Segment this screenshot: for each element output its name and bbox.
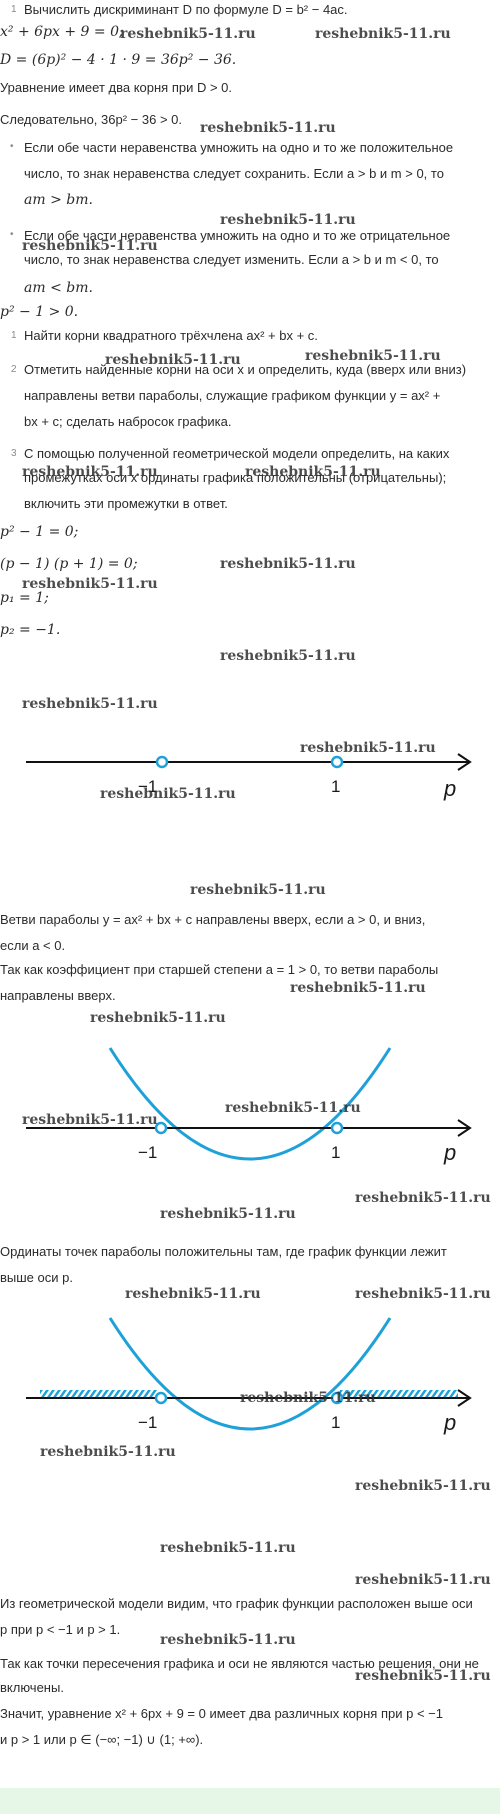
watermark: reshebnik5-11.ru	[22, 1112, 158, 1128]
watermark: reshebnik5-11.ru	[240, 1390, 376, 1406]
text-line-9: Если обе части неравенства умножить на о…	[24, 228, 451, 243]
watermark: reshebnik5-11.ru	[220, 556, 356, 572]
root-point-minus-one	[154, 1121, 168, 1135]
answer-highlight	[0, 1788, 500, 1814]
watermark: reshebnik5-11.ru	[315, 26, 451, 42]
text-line-16: bx + c; сделать набросок графика.	[24, 414, 232, 429]
text-line-12: p² − 1 > 0.	[0, 304, 79, 320]
watermark: reshebnik5-11.ru	[40, 1444, 176, 1460]
text-line-21: (p − 1) (p + 1) = 0;	[0, 556, 138, 572]
list-number: 2	[11, 364, 17, 375]
watermark: reshebnik5-11.ru	[22, 576, 158, 592]
bullet-icon: •	[10, 229, 14, 240]
text-line-14: Отметить найденные корни на оси x и опре…	[24, 362, 467, 377]
parabola-curve	[108, 1047, 392, 1161]
watermark: reshebnik5-11.ru	[300, 740, 436, 756]
number-line-diagram: −1 1 p	[26, 753, 472, 801]
text-line-31: p при p < −1 и p > 1.	[0, 1622, 121, 1637]
text-line-32: Так как точки пересечения графика и оси …	[0, 1656, 479, 1671]
watermark: reshebnik5-11.ru	[290, 980, 426, 996]
list-number: 3	[11, 448, 17, 459]
watermark: reshebnik5-11.ru	[100, 786, 236, 802]
text-line-7: число, то знак неравенства следует сохра…	[24, 166, 444, 181]
watermark: reshebnik5-11.ru	[355, 1668, 491, 1684]
watermark: reshebnik5-11.ru	[160, 1206, 296, 1222]
text-line-2: x² + 6px + 9 = 0;	[0, 24, 124, 40]
text-line-8: am > bm.	[24, 192, 93, 208]
text-line-20: p² − 1 = 0;	[0, 524, 79, 540]
list-number: 1	[11, 4, 17, 15]
axis-label-p: p	[443, 1140, 456, 1165]
text-line-18: промежутках оси x ординаты графика полож…	[24, 470, 447, 485]
watermark: reshebnik5-11.ru	[355, 1478, 491, 1494]
axis-label-p: p	[443, 776, 456, 801]
text-line-30: Из геометрической модели видим, что граф…	[0, 1596, 473, 1611]
hatch-right-interval	[340, 1390, 458, 1398]
watermark: reshebnik5-11.ru	[22, 464, 158, 480]
text-line-4: Уравнение имеет два корня при D > 0.	[0, 80, 233, 95]
text-line-29: выше оси p.	[0, 1270, 73, 1285]
watermark: reshebnik5-11.ru	[22, 238, 158, 254]
root-point-one	[330, 1121, 344, 1135]
watermark: reshebnik5-11.ru	[305, 348, 441, 364]
root-point-one	[330, 755, 344, 769]
root-point-minus-one	[155, 755, 169, 769]
text-line-6: Если обе части неравенства умножить на о…	[24, 140, 454, 155]
tick-label-one: 1	[331, 777, 340, 796]
text-line-25: если a < 0.	[0, 938, 66, 953]
text-line-27: направлены вверх.	[0, 988, 116, 1003]
tick-label-one: 1	[331, 1143, 340, 1162]
text-line-19: включить эти промежутки в ответ.	[24, 496, 228, 511]
parabola-curve	[108, 1317, 392, 1431]
root-point-one	[330, 1391, 344, 1405]
tick-label-minus-one: −1	[138, 1413, 157, 1432]
text-line-3: D = (6p)² − 4 · 1 · 9 = 36p² − 36.	[0, 52, 237, 68]
text-line-34: Значит, уравнение x² + 6px + 9 = 0 имеет…	[0, 1706, 443, 1721]
parabola-diagram: −1 1 p	[26, 1047, 472, 1165]
axis-arrow-icon	[457, 1389, 472, 1407]
watermark: reshebnik5-11.ru	[160, 1540, 296, 1556]
watermark: reshebnik5-11.ru	[22, 696, 158, 712]
watermark: reshebnik5-11.ru	[220, 212, 356, 228]
watermark: reshebnik5-11.ru	[245, 464, 381, 480]
list-number: 1	[11, 330, 17, 341]
watermark: reshebnik5-11.ru	[160, 1632, 296, 1648]
watermark: reshebnik5-11.ru	[120, 26, 256, 42]
tick-label-minus-one: −1	[138, 1143, 157, 1162]
watermark: reshebnik5-11.ru	[355, 1572, 491, 1588]
text-line-13: Найти корни квадратного трёхчлена ax² + …	[24, 328, 318, 343]
text-line-28: Ординаты точек параболы положительны там…	[0, 1244, 447, 1259]
watermark: reshebnik5-11.ru	[220, 648, 356, 664]
text-line-1: Вычислить дискриминант D по формуле D = …	[24, 2, 348, 17]
axis-label-p: p	[443, 1410, 456, 1435]
text-line-17: С помощью полученной геометрической моде…	[24, 446, 450, 461]
tick-label-minus-one: −1	[138, 777, 157, 796]
watermark: reshebnik5-11.ru	[125, 1286, 261, 1302]
text-line-23: p₂ = −1.	[0, 622, 61, 638]
watermark: reshebnik5-11.ru	[200, 120, 336, 136]
text-line-15: направлены ветви параболы, служащие граф…	[24, 388, 441, 403]
hatch-left-interval	[40, 1390, 158, 1398]
text-line-11: am < bm.	[24, 280, 93, 296]
watermark: reshebnik5-11.ru	[190, 882, 326, 898]
axis-arrow-icon	[457, 753, 472, 771]
text-line-10: число, то знак неравенства следует измен…	[24, 252, 439, 267]
text-line-33: включены.	[0, 1680, 64, 1695]
solution-intervals-diagram: −1 1 p	[26, 1317, 472, 1435]
axis-arrow-icon	[457, 1119, 472, 1137]
root-point-minus-one	[154, 1391, 168, 1405]
bullet-icon: •	[10, 141, 14, 152]
watermark: reshebnik5-11.ru	[225, 1100, 361, 1116]
text-line-24: Ветви параболы y = ax² + bx + c направле…	[0, 912, 426, 927]
text-line-5: Следовательно, 36p² − 36 > 0.	[0, 112, 182, 127]
text-line-26: Так как коэффициент при старшей степени …	[0, 962, 439, 977]
tick-label-one: 1	[331, 1413, 340, 1432]
text-line-35: и p > 1 или p ∈ (−∞; −1) ∪ (1; +∞).	[0, 1732, 204, 1747]
watermark: reshebnik5-11.ru	[105, 352, 241, 368]
watermark: reshebnik5-11.ru	[355, 1286, 491, 1302]
watermark: reshebnik5-11.ru	[90, 1010, 226, 1026]
watermark: reshebnik5-11.ru	[355, 1190, 491, 1206]
text-line-22: p₁ = 1;	[0, 590, 49, 606]
